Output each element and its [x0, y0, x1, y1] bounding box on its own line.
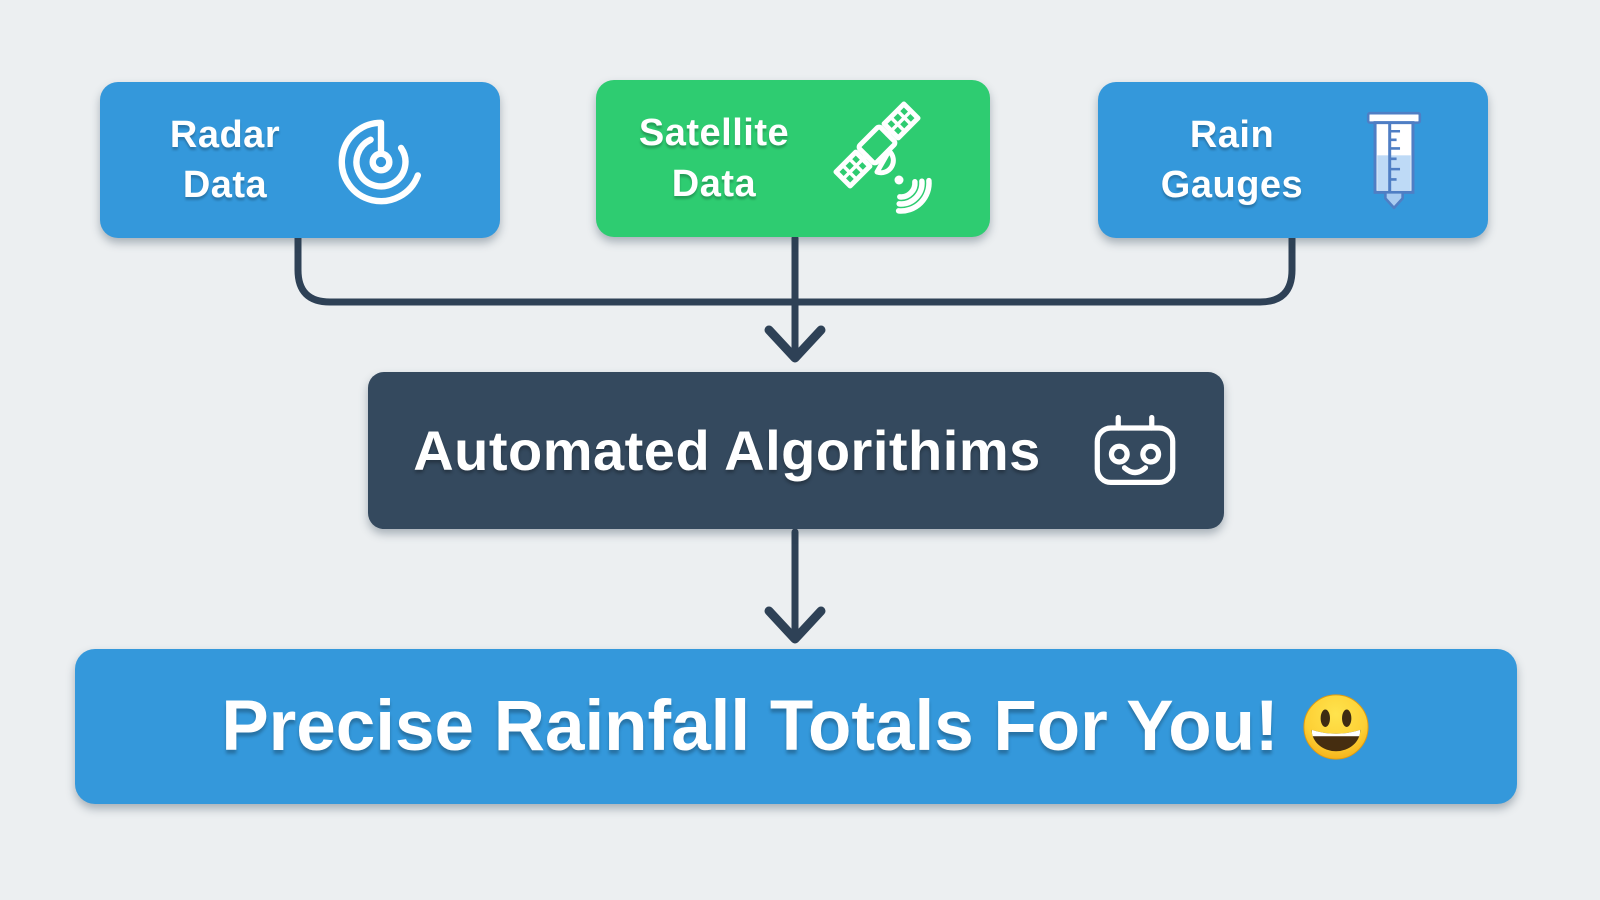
grinning-face-emoji-icon [1303, 693, 1369, 760]
result-label: Precise Rainfall Totals For You! [221, 687, 1279, 766]
satellite-data-label: Satellite Data [639, 108, 789, 208]
satellite-icon [833, 100, 932, 214]
radar-data-label: Radar Data [170, 110, 280, 210]
robot-icon [1094, 414, 1176, 485]
node-automated-algorithms: Automated Algorithims [368, 372, 1224, 529]
rain-label-line2: Gauges [1160, 164, 1304, 206]
node-radar-data: Radar Data [100, 82, 500, 238]
rain-gauges-label: Rain Gauges [1161, 110, 1303, 210]
radar-label-line1: Radar [169, 113, 281, 156]
radar-icon [338, 119, 422, 205]
automated-algorithms-label: Automated Algorithims [413, 419, 1041, 482]
radar-label-line2: Data [182, 164, 268, 206]
arrow-to-algorithms-head [764, 325, 826, 363]
node-rain-gauges: Rain Gauges [1098, 82, 1488, 238]
rain-label-line1: Rain [1189, 113, 1275, 156]
satellite-label-line1: Satellite [638, 112, 790, 155]
merge-connector-line [294, 234, 1296, 306]
arrow-to-result-head [764, 606, 826, 644]
node-satellite-data: Satellite Data [596, 80, 990, 237]
satellite-label-line2: Data [671, 162, 757, 205]
node-precise-rainfall-result: Precise Rainfall Totals For You! [75, 649, 1517, 804]
rain-gauge-icon [1367, 111, 1422, 209]
